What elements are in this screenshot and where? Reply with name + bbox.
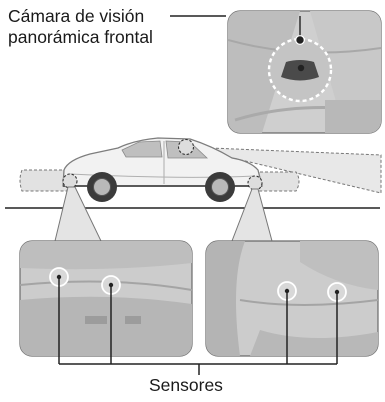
camera-detail-inset	[227, 10, 382, 134]
camera-label-line-1: Cámara de visión	[8, 6, 145, 26]
camera-location-circle	[177, 138, 195, 156]
left-sensor-zone	[19, 169, 68, 192]
camera-label-line-2: panorámica frontal	[8, 27, 153, 47]
sensors-label: Sensores	[149, 375, 223, 395]
rear-bumper-inset	[19, 240, 193, 357]
car-illustration	[62, 137, 263, 202]
camera-label: Cámara de visión panorámica frontal	[8, 6, 153, 48]
sensor-leader-lines	[58, 277, 338, 375]
front-callout-wedge	[231, 188, 273, 242]
front-sensor-location-circle	[247, 175, 263, 191]
front-bumper-inset	[205, 240, 379, 357]
right-sensor-zone	[254, 171, 300, 192]
camera-lens-icon	[297, 64, 305, 72]
rear-sensor-location-circle	[62, 173, 78, 189]
camera-marker	[295, 35, 305, 45]
